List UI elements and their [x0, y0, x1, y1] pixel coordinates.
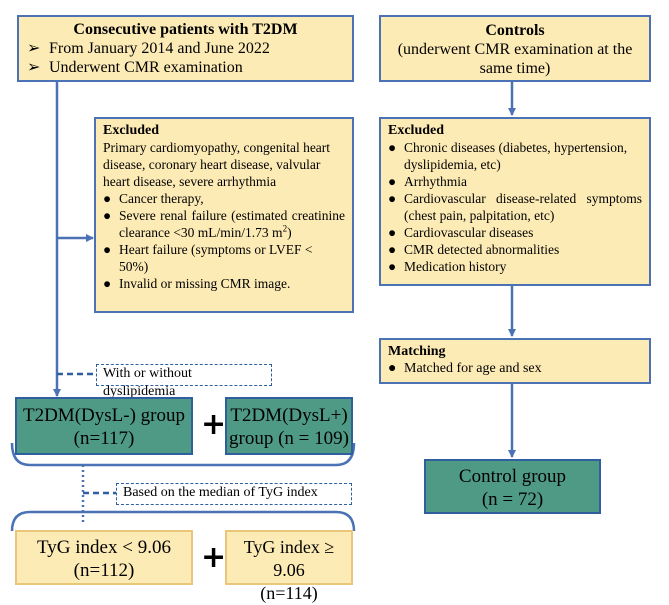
- tyg-low-name: TyG index < 9.06: [37, 537, 171, 558]
- t2dm-item: Underwent CMR examination: [49, 59, 243, 76]
- bullet-dot-icon: ●: [388, 259, 397, 274]
- bullet-dot-icon: ●: [103, 208, 112, 223]
- bullet-dot-icon: ●: [388, 174, 397, 189]
- dysl-minus-group-n: (n=117): [73, 428, 135, 449]
- matching-item: Matched for age and sex: [404, 361, 542, 376]
- excluded-left-item: ●Cancer therapy,: [103, 191, 204, 206]
- bullet-dot-icon: ●: [388, 361, 397, 376]
- control-group-n: (n = 72): [481, 489, 544, 510]
- excluded-left-item: ●Invalid or missing CMR image.: [103, 276, 291, 291]
- bullet-dot-icon: ●: [388, 191, 397, 206]
- excluded-right-item: ●CMR detected abnormalities: [388, 242, 560, 257]
- dysl-plus-group-box: T2DM(DysL+) group (n = 109): [225, 397, 353, 455]
- excluded-right-item: ●Arrhythmia: [388, 174, 467, 189]
- excluded-left-intro: Primary cardiomyopathy, congenital heart…: [103, 140, 331, 189]
- control-group-box: Control group (n = 72): [424, 459, 601, 514]
- controls-subtitle: (underwent CMR examination at the same t…: [397, 41, 633, 77]
- excluded-right-item: ●Medication history: [388, 259, 507, 274]
- tyg-high-name: TyG index ≥ 9.06: [243, 537, 335, 580]
- plus-sign: +: [201, 540, 227, 575]
- excluded-left-item: ●Severe renal failure (estimated creatin…: [103, 208, 345, 240]
- bullet-dot-icon: ●: [388, 225, 397, 240]
- bullet-dot-icon: ●: [388, 140, 397, 155]
- dysl-minus-group-box: T2DM(DysL-) group (n=117): [15, 397, 193, 455]
- plus-sign: +: [201, 407, 227, 442]
- t2dm-box: Consecutive patients with T2DM ➢ From Jan…: [17, 15, 354, 82]
- excluded-right-title: Excluded: [388, 123, 445, 138]
- excluded-right-box: Excluded ●Chronic diseases (diabetes, hy…: [379, 117, 651, 286]
- control-group-name: Control group: [458, 466, 567, 487]
- tyg-low-box: TyG index < 9.06 (n=112): [15, 530, 193, 585]
- dysl-minus-group-name: T2DM(DysL-) group: [22, 405, 185, 426]
- matching-box: Matching ● Matched for age and sex: [379, 338, 651, 384]
- tyg-label: Based on the median of TyG index: [116, 483, 352, 505]
- excluded-left-title: Excluded: [103, 123, 160, 138]
- tyg-low-n: (n=112): [73, 560, 135, 581]
- t2dm-title: Consecutive patients with T2DM: [73, 21, 298, 38]
- matching-title: Matching: [388, 344, 446, 359]
- t2dm-item: From January 2014 and June 2022: [49, 40, 270, 57]
- excluded-right-item: ●Cardiovascular disease-related symptoms…: [388, 191, 642, 223]
- arrow-bullet-icon: ➢: [27, 40, 41, 57]
- excluded-right-item: ●Cardiovascular diseases: [388, 225, 534, 240]
- tyg-high-n: (n=114): [260, 583, 318, 603]
- bullet-dot-icon: ●: [103, 191, 112, 206]
- excluded-left-item: ●Heart failure (symptoms or LVEF < 50%): [103, 242, 313, 274]
- tyg-bracket: [10, 510, 356, 532]
- dysl-plus-group-name: T2DM(DysL+): [230, 405, 348, 426]
- arrow-bullet-icon: ➢: [27, 59, 41, 76]
- bullet-dot-icon: ●: [388, 242, 397, 257]
- bullet-dot-icon: ●: [103, 242, 112, 257]
- dysl-plus-group-n: group (n = 109): [229, 428, 349, 449]
- controls-title: Controls: [485, 22, 545, 39]
- tyg-high-box: TyG index ≥ 9.06 (n=114): [225, 530, 353, 603]
- excluded-right-item: ●Chronic diseases (diabetes, hypertensio…: [388, 140, 628, 172]
- dyslipidemia-label: With or without dyslipidemia: [96, 364, 272, 399]
- controls-box: Controls (underwent CMR examination at t…: [379, 15, 651, 82]
- bullet-dot-icon: ●: [103, 276, 112, 291]
- excluded-left-box: Excluded Primary cardiomyopathy, congeni…: [94, 117, 354, 313]
